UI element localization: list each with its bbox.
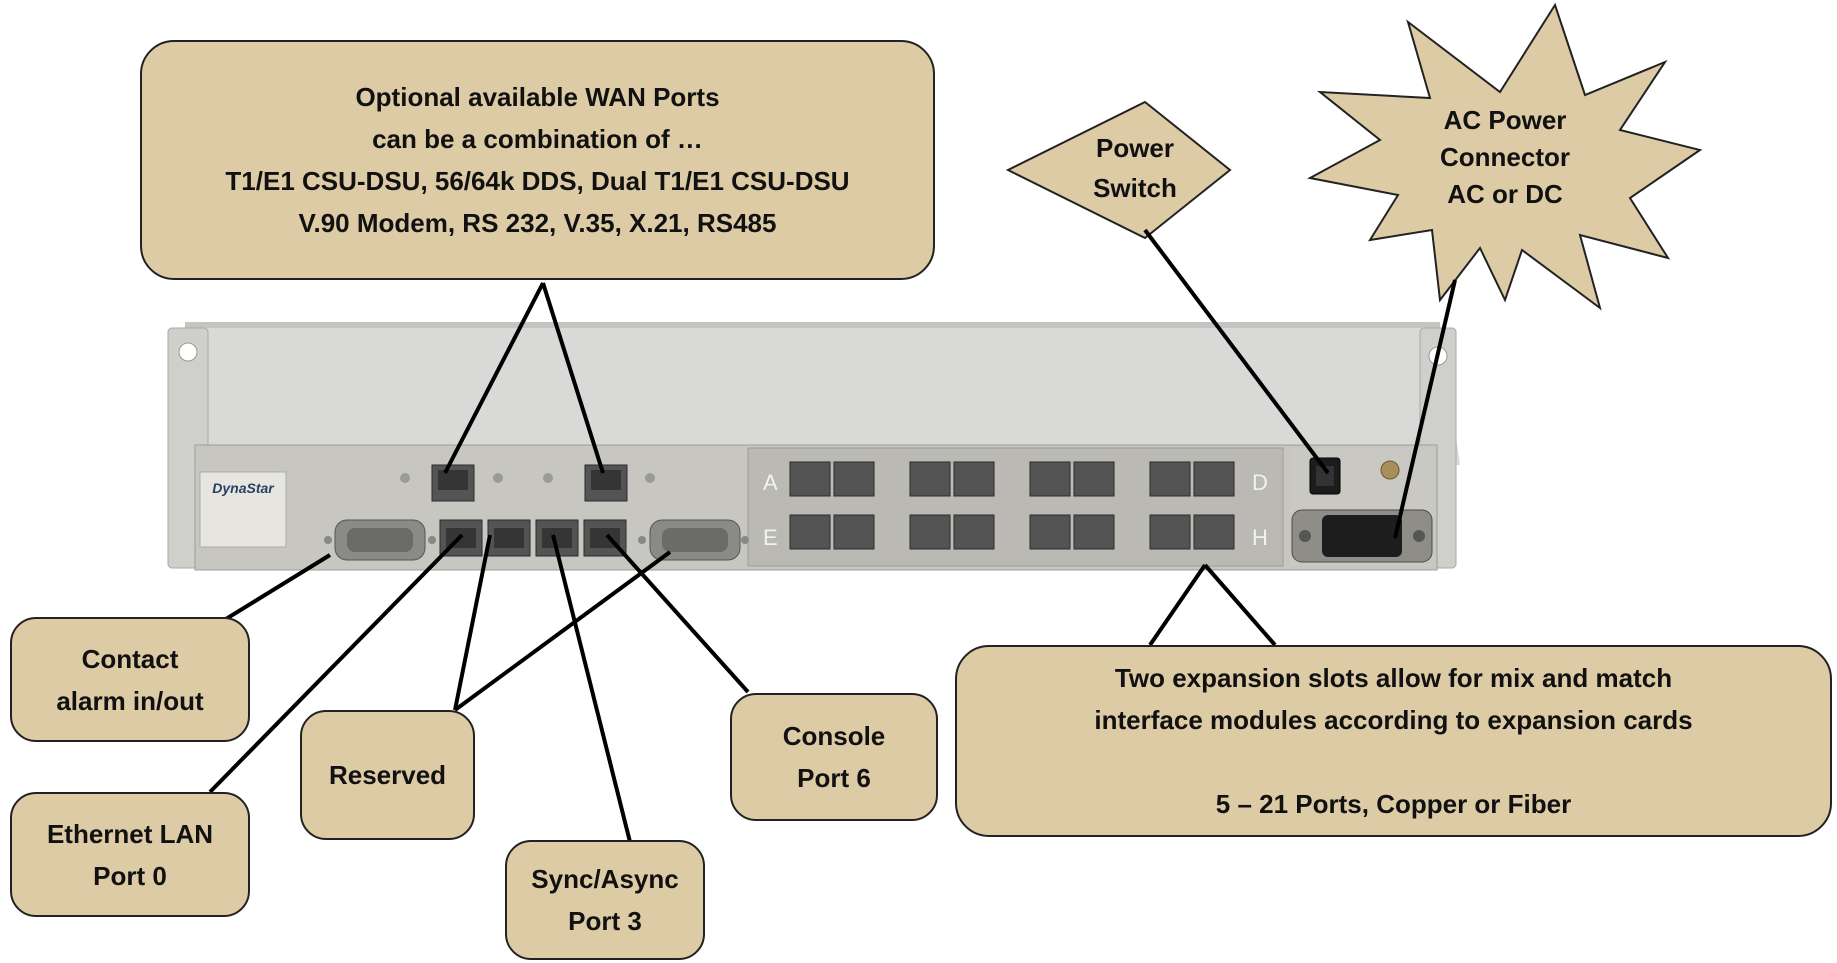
contact-alarm-line-1: Contact <box>81 643 179 674</box>
ethernet-lan-line-1: Ethernet LAN <box>46 818 214 849</box>
ac-power-label: AC Power Connector AC or DC <box>1400 102 1610 213</box>
leader-ethernet-lan <box>208 533 464 794</box>
leader-console <box>605 533 750 694</box>
sync-async-line-1: Sync/Async <box>531 864 679 894</box>
contact-alarm-line-2: alarm in/out <box>56 685 204 716</box>
leader-reserved-a <box>453 534 492 711</box>
leader-wan-port-5 <box>541 282 605 474</box>
power-switch-label: Power Switch <box>1050 128 1220 208</box>
power-switch-line-1: Power <box>1095 133 1175 163</box>
wan-ports-callout: Optional available WAN Ports can be a co… <box>140 40 935 280</box>
ground-screw <box>1380 460 1400 480</box>
contact-alarm-callout: Contact alarm in/out <box>10 617 250 742</box>
leader-sync-async <box>551 534 632 843</box>
leader-reserved-b <box>453 550 672 712</box>
ac-power-line-3: AC or DC <box>1447 179 1563 209</box>
expansion-ports-bottom <box>789 514 1235 550</box>
power-switch-diamond <box>1005 100 1232 240</box>
console-callout: Console Port 6 <box>730 693 938 821</box>
chassis-top <box>168 325 1460 465</box>
slot-letter-a: A <box>763 470 778 495</box>
expansion-line-3: 5 – 21 Ports, Copper or Fiber <box>1215 789 1572 819</box>
ethernet-lan-callout: Ethernet LAN Port 0 <box>10 792 250 917</box>
wan-line-3: T1/E1 CSU-DSU, 56/64k DDS, Dual T1/E1 CS… <box>225 166 850 196</box>
console-line-2: Port 6 <box>797 763 871 793</box>
slot-letter-e: E <box>763 525 778 550</box>
expansion-line-1: Two expansion slots allow for mix and ma… <box>1114 663 1673 693</box>
power-switch-line-2: Switch <box>1093 173 1177 203</box>
leader-ac-power <box>1393 279 1457 539</box>
sync-async-callout: Sync/Async Port 3 <box>505 840 705 960</box>
reserved-callout: Reserved <box>300 710 475 840</box>
leader-expansion-a <box>1148 563 1207 647</box>
slot-letter-h: H <box>1252 525 1268 550</box>
brand-text: DynaStar <box>212 480 275 496</box>
wan-line-1: Optional available WAN Ports <box>355 82 720 112</box>
expansion-line-2: interface modules according to expansion… <box>1094 705 1693 735</box>
wan-line-2: can be a combination of … <box>372 124 703 154</box>
wan-line-4: V.90 Modem, RS 232, V.35, X.21, RS485 <box>298 208 777 238</box>
sync-async-line-2: Port 3 <box>568 906 642 936</box>
reserved-line-1: Reserved <box>328 760 447 790</box>
leader-expansion-b <box>1203 563 1277 647</box>
chassis-top-edge <box>185 322 1440 328</box>
ac-power-line-2: Connector <box>1440 142 1570 172</box>
console-line-1: Console <box>782 721 886 751</box>
slot-letter-d: D <box>1252 470 1268 495</box>
ac-power-line-1: AC Power <box>1443 105 1567 135</box>
brand-label <box>199 471 287 548</box>
expansion-ports-top <box>789 461 1235 497</box>
ac-power-starburst <box>1307 2 1703 311</box>
ethernet-lan-line-2: Port 0 <box>93 860 167 891</box>
expansion-callout: Two expansion slots allow for mix and ma… <box>955 645 1832 837</box>
leader-power-switch <box>1143 228 1330 475</box>
leader-wan-port-4 <box>443 282 545 474</box>
